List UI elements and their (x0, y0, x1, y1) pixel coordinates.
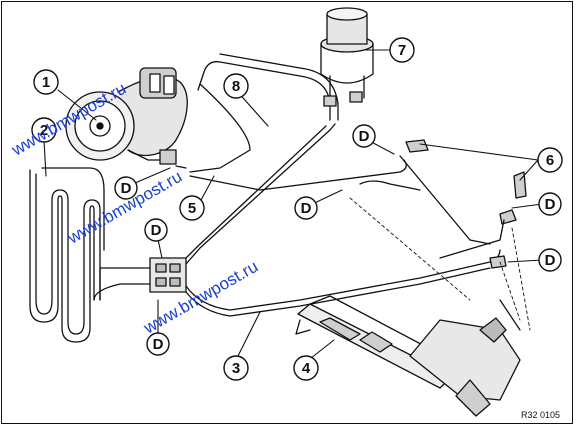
callout-1: 1 (33, 69, 59, 95)
callouts: 1 2 3 4 5 6 7 8 D D D D D D D (31, 37, 563, 381)
callout-7: 7 (389, 37, 415, 63)
callout-d-mid-label: D (301, 200, 312, 217)
reservoir (320, 7, 374, 107)
steering-pump (65, 67, 188, 165)
callout-d-pump-label: D (121, 180, 132, 197)
callout-1-label: 1 (42, 74, 50, 91)
supply-hose (197, 61, 331, 121)
callout-3-label: 3 (232, 360, 240, 377)
callout-d-mid: D (294, 196, 318, 220)
return-line (185, 249, 501, 311)
callout-3: 3 (223, 355, 249, 381)
callout-5-label: 5 (188, 200, 196, 217)
steering-rack (295, 295, 521, 417)
callout-6: 6 (537, 147, 563, 173)
callout-2-label: 2 (40, 122, 48, 139)
callout-8-label: 8 (232, 78, 240, 95)
callout-2: 2 (31, 117, 57, 143)
callout-d-right-upper: D (538, 192, 562, 216)
callout-d-bracket-bottom-label: D (153, 336, 164, 353)
callout-4: 4 (293, 355, 319, 381)
callout-d-bracket-top-label: D (151, 222, 162, 239)
callout-8: 8 (223, 73, 249, 99)
callout-d-center-label: D (359, 128, 370, 145)
callout-d-bracket-bottom: D (146, 332, 170, 356)
cooling-coil (29, 167, 151, 343)
figure-code: R32 0105 (521, 410, 560, 420)
callout-6-label: 6 (546, 152, 554, 169)
callout-5: 5 (179, 195, 205, 221)
callout-4-label: 4 (302, 360, 311, 377)
callout-d-right-lower: D (538, 248, 562, 272)
callout-d-bracket-top: D (144, 218, 168, 242)
callout-d-right-upper-label: D (545, 196, 556, 213)
callout-d-center: D (352, 124, 376, 148)
callout-7-label: 7 (398, 42, 406, 59)
callout-d-right-lower-label: D (545, 252, 556, 269)
callout-d-pump: D (114, 176, 138, 200)
pressure-line (185, 123, 336, 265)
hose-bracket (149, 257, 187, 293)
